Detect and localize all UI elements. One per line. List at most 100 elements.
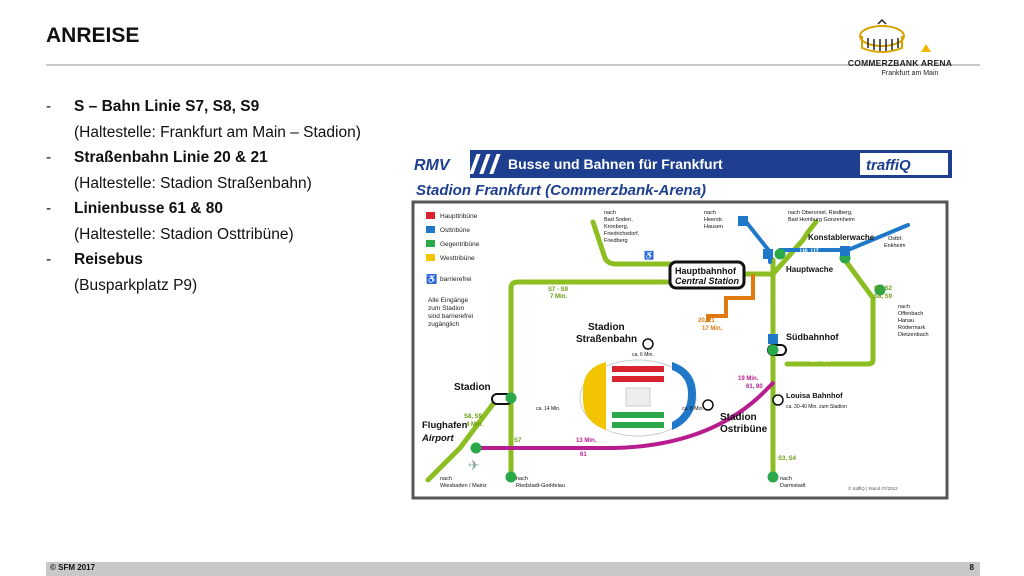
traffiq-logo: traffiQ xyxy=(866,157,911,174)
s-bahn-icon xyxy=(767,344,779,356)
destination-text: Friedrichsdorf, xyxy=(604,231,640,237)
station-ostribuene-2: Ostribüne xyxy=(720,424,768,435)
station-ostribuene: Stadion xyxy=(720,412,757,423)
u-bahn-icon xyxy=(738,216,748,226)
line-label: 4 Min. xyxy=(466,422,483,428)
line-label: 13 Min. xyxy=(576,438,597,444)
s-bahn-icon xyxy=(505,392,517,404)
legend-entry: Westtribüne xyxy=(440,255,475,262)
airplane-icon: ✈ xyxy=(468,457,480,473)
legend-entry: Haupttribüne xyxy=(440,213,478,220)
list-item: - Reisebus (Busparkplatz P9) xyxy=(46,247,361,298)
line-labels: S3 - S6 S7 - S9 7 Min. 20, 21 17 Min. U6… xyxy=(464,249,893,462)
hauptbahnhof-station xyxy=(668,260,746,290)
list-item: - Linienbusse 61 & 80 (Haltestelle: Stad… xyxy=(46,196,361,247)
legend-entry: Gegentribüne xyxy=(440,241,480,248)
option-title: Straßenbahn Linie 20 & 21 xyxy=(74,149,268,166)
line-label: 19 Min. xyxy=(738,376,759,382)
line-label: S3, S4 xyxy=(778,456,797,462)
rmv-logo-box xyxy=(408,150,470,178)
wheelchair-icon: ♿ xyxy=(426,273,437,284)
line-label: 7 Min. xyxy=(550,294,567,300)
destination-text: Ostbf. xyxy=(888,236,903,242)
station-stadion: Stadion xyxy=(454,382,491,393)
traffiq-logo-box xyxy=(860,153,948,175)
station-hauptwache: Hauptwache xyxy=(786,265,834,274)
commerzbank-arena-logo: COMMERZBANK ARENA Frankfurt am Main xyxy=(820,18,980,80)
destination-text: nach xyxy=(704,210,716,216)
destination-labels: nach Bad Soden, Kronberg, Friedrichsdorf… xyxy=(440,210,929,489)
station-strassenbahn: Stadion xyxy=(588,322,625,333)
stadium-diagram xyxy=(579,359,697,437)
line-label: S8, S9 xyxy=(464,414,483,420)
footer-copyright: © SFM 2017 xyxy=(50,563,96,572)
s-bahn-icon xyxy=(767,471,779,483)
walk-time: ca. 14 Min. xyxy=(536,406,560,412)
travel-options-list: - S – Bahn Linie S7, S8, S9 (Haltestelle… xyxy=(46,94,361,298)
map-header-title: Busse und Bahnen für Frankfurt xyxy=(508,156,723,172)
list-item: - Straßenbahn Linie 20 & 21 (Haltestelle… xyxy=(46,145,361,196)
s-bahn-icon xyxy=(774,248,786,260)
destination-text: nach xyxy=(516,476,528,482)
line-label: 61 xyxy=(580,452,587,458)
destination-text: Hanau xyxy=(898,318,914,324)
station-airport: Airport xyxy=(421,433,455,444)
station-suedbahnhof: Südbahnhof xyxy=(786,332,839,342)
legend-note: sind barrierefrei xyxy=(428,313,473,320)
station-hauptbahnhof: Hauptbahnhof xyxy=(675,266,737,276)
map-legend: Haupttribüne Osttribüne Gegentribüne Wes… xyxy=(426,212,480,328)
top-divider xyxy=(46,64,980,66)
list-dash: - xyxy=(46,200,52,217)
line-label: S3 - S6 xyxy=(613,269,634,275)
map-copyright: © traffiQ | Stand 07/2012 xyxy=(848,485,898,491)
u-bahn-icon xyxy=(840,246,850,256)
option-stop: (Haltestelle: Stadion Straßenbahn) xyxy=(74,174,312,192)
destination-text: Bad Soden, xyxy=(604,217,633,223)
slide-title: ANREISE xyxy=(46,24,140,47)
map-subtitle: Stadion Frankfurt (Commerzbank-Arena) xyxy=(416,182,706,199)
logo-name: COMMERZBANK ARENA xyxy=(847,58,953,68)
station-marker xyxy=(772,394,784,406)
destination-text: Friedberg xyxy=(604,238,628,244)
option-stop: (Haltestelle: Frankfurt am Main – Stadio… xyxy=(74,123,361,141)
destination-text: Dietzenbach xyxy=(898,332,929,338)
destination-text: Kronberg, xyxy=(604,224,629,230)
destination-text: Riedstadt-Goddelau xyxy=(516,483,565,489)
destination-text: Bad Homburg Gonzenheim xyxy=(788,217,855,223)
station-flughafen: Flughafen xyxy=(422,420,468,431)
legend-accessible: barrierefrei xyxy=(440,276,471,283)
option-title: Linienbusse 61 & 80 xyxy=(74,200,224,217)
line-label: S1, S2 xyxy=(874,286,893,292)
stadium-icon xyxy=(859,18,931,53)
line-label: U6, U7 xyxy=(800,249,819,255)
rmv-logo: RMV xyxy=(414,157,451,174)
logo-city: Frankfurt am Main xyxy=(881,70,939,77)
line-label: 17 Min. xyxy=(702,326,723,332)
louisa-note: ca. 30-40 Min. zum Stadion xyxy=(786,404,847,410)
wheelchair-icon: ♿ xyxy=(644,250,654,260)
station-marker xyxy=(702,399,714,411)
s-bahn-icon xyxy=(470,442,482,454)
option-stop: (Busparkplatz P9) xyxy=(74,276,198,294)
option-title: Reisebus xyxy=(74,251,143,268)
station-marker xyxy=(642,338,654,350)
legend-note: zum Stadion xyxy=(428,305,465,312)
destination-text: nach xyxy=(604,210,616,216)
destination-text: Offenbach xyxy=(898,311,923,317)
list-dash: - xyxy=(46,251,52,268)
destination-text: Darmstadt xyxy=(780,483,806,489)
transit-map: RMV Busse und Bahnen für Frankfurt traff… xyxy=(408,150,952,500)
destination-text: nach xyxy=(898,304,910,310)
station-central: Central Station xyxy=(675,276,740,286)
page-number: 8 xyxy=(969,563,974,572)
station-louisa: Louisa Bahnhof xyxy=(786,391,843,400)
s-bahn-icon xyxy=(874,284,886,296)
legend-note: Alle Eingänge xyxy=(428,297,468,304)
destination-text: nach xyxy=(440,476,452,482)
destination-text: Hausen xyxy=(704,224,723,230)
map-panel xyxy=(411,200,949,500)
destination-text: Enkheim xyxy=(884,243,906,249)
legend-note: zugänglich xyxy=(428,321,459,328)
destination-text: nach xyxy=(780,476,792,482)
line-label: 61, 80 xyxy=(746,384,763,390)
